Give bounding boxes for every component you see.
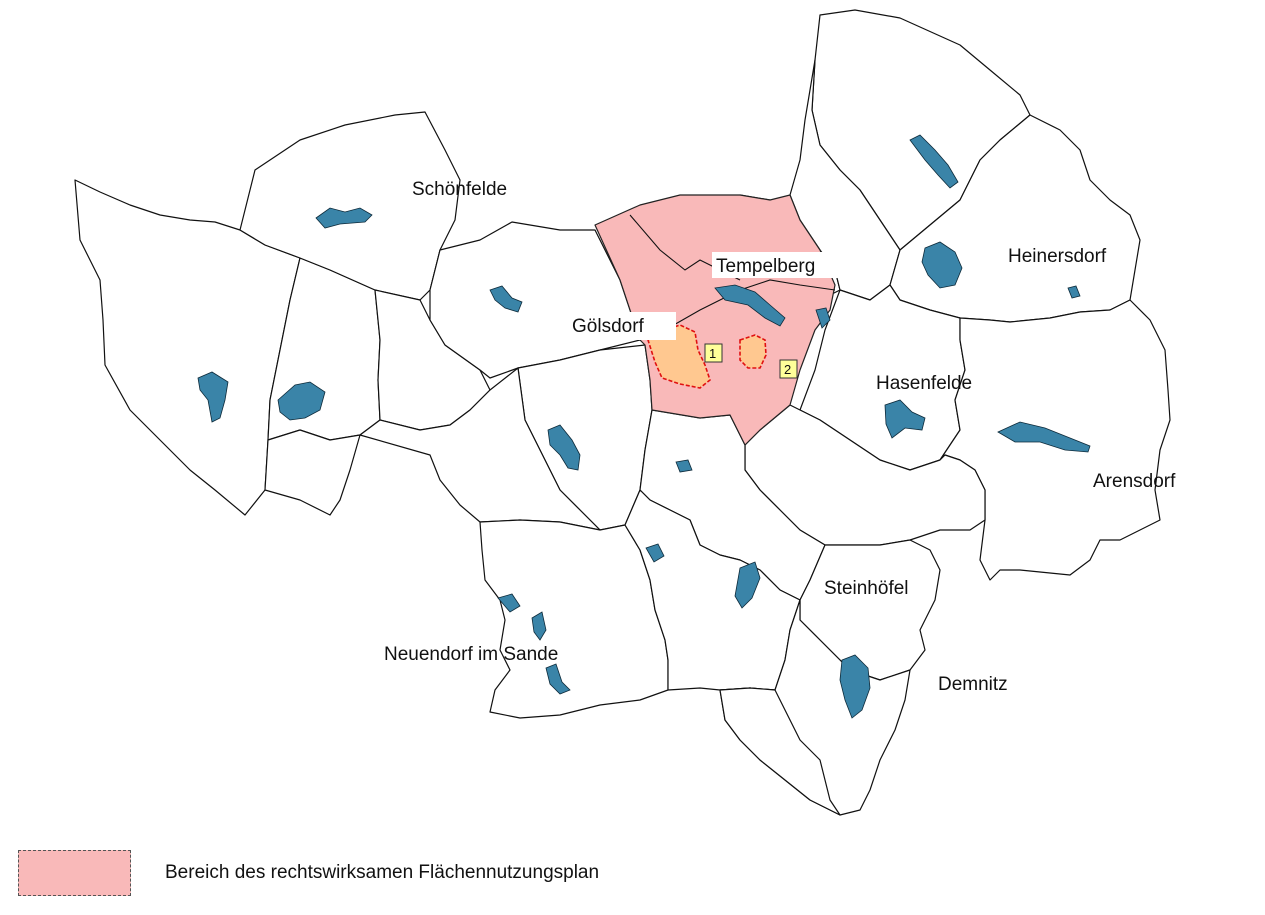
settlement-hasenfelde: [884, 399, 926, 439]
plan-area-2: [739, 334, 767, 369]
settlement-west-a: [197, 371, 229, 423]
settlement-neuendorf-a: [497, 593, 521, 613]
district-west-d: [359, 367, 601, 531]
label-tempelberg: Tempelberg: [716, 256, 815, 277]
settlement-areas: [197, 134, 1091, 719]
settlement-heinersdorf-north: [909, 134, 959, 189]
settlement-heinersdorf-small: [1067, 285, 1081, 299]
settlement-goelsdorf-south: [547, 424, 581, 471]
district-south-tip: [719, 687, 841, 816]
settlement-neuendorf-b: [531, 611, 547, 641]
plan-area-1: [647, 324, 711, 389]
settlement-arensdorf: [997, 421, 1091, 453]
plan-areas: [647, 324, 767, 389]
markers: 1 2: [704, 343, 798, 379]
label-hasenfelde: Hasenfelde: [876, 373, 972, 394]
label-steinhoefel: Steinhöfel: [824, 578, 909, 599]
settlement-heinersdorf: [921, 241, 963, 289]
district-boundaries: [74, 9, 1171, 816]
settlement-south-a: [645, 543, 665, 563]
label-neuendorf: Neuendorf im Sande: [384, 644, 558, 665]
settlement-schoenfelde: [315, 207, 373, 229]
settlement-demnitz: [839, 654, 871, 719]
settlement-tempelberg-east: [815, 307, 831, 329]
settlement-goelsdorf: [489, 285, 523, 313]
district-west-c: [264, 429, 361, 516]
settlement-center-south: [675, 459, 693, 473]
label-heinersdorf: Heinersdorf: [1008, 246, 1107, 267]
label-demnitz: Demnitz: [938, 674, 1008, 695]
label-schoenfelde: Schönfelde: [412, 179, 507, 200]
label-arensdorf: Arensdorf: [1093, 471, 1176, 492]
settlement-west-b: [277, 381, 326, 421]
marker-2-label: 2: [784, 362, 791, 377]
legend-label-fnp: Bereich des rechtswirksamen Flächennutzu…: [165, 862, 600, 883]
settlement-tempelberg: [714, 284, 786, 327]
settlement-steinhoefel-north: [734, 561, 761, 609]
district-schoenfelde: [239, 111, 461, 301]
marker-1[interactable]: 1: [704, 343, 723, 363]
district-neuendorf: [479, 519, 669, 719]
legend-swatch-fnp: [18, 850, 131, 896]
marker-2[interactable]: 2: [779, 359, 798, 379]
map-legend: Bereich des rechtswirksamen Flächennutzu…: [18, 848, 918, 898]
label-goelsdorf: Gölsdorf: [572, 316, 645, 337]
settlement-neuendorf-c: [545, 663, 571, 695]
marker-1-label: 1: [709, 346, 716, 361]
municipality-map: Schönfelde Tempelberg Heinersdorf Gölsdo…: [74, 9, 1176, 816]
place-labels: Schönfelde Tempelberg Heinersdorf Gölsdo…: [384, 179, 1176, 695]
